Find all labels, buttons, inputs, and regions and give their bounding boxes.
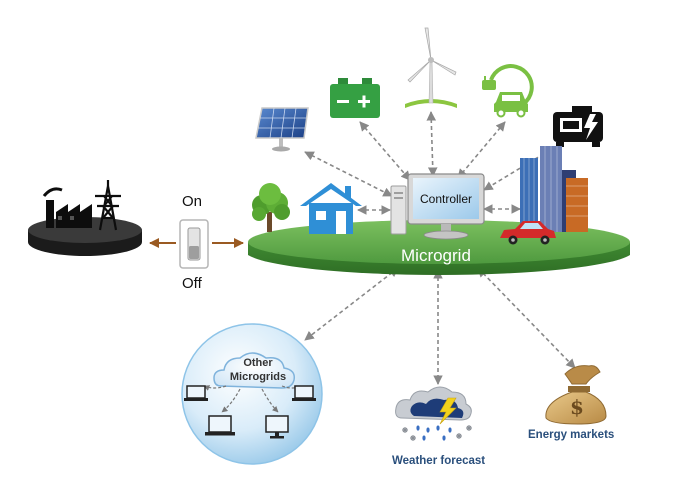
connections [304,111,576,385]
generator-icon [553,106,603,147]
svg-text:$: $ [570,395,584,419]
computer-monitor-icon[interactable] [390,173,485,240]
energy-markets-label: Energy markets [528,429,615,441]
controller-label: Controller [420,192,473,206]
arrow-other-microgrids [304,267,399,341]
computer-icon [265,415,289,439]
microgrid-label: Microgrid [401,246,471,265]
switch-off-label: Off [182,275,202,292]
power-tower-icon [95,180,121,231]
other-microgrids-line2: Microgrids [229,371,287,383]
arrow-battery [359,121,411,181]
other-microgrids-line1: Other [243,357,273,369]
arrow-generator [483,149,551,191]
car-icon [500,221,556,245]
tree-icon [252,183,290,232]
battery-icon [330,78,380,118]
switch-on-label: On [182,193,203,210]
skyscrapers-icon [520,146,588,232]
arrow-wind [426,111,438,177]
factory-icon [42,187,92,228]
utility-grid [28,180,142,256]
laptop-icon [205,415,235,436]
laptop-icon [184,385,208,401]
cloud-icon [213,352,296,389]
ev-charger-icon [482,64,534,118]
arrow-ev-charger [457,121,506,179]
house-icon [300,183,362,234]
wind-turbine-icon [405,27,457,108]
arrow-solar [304,151,393,197]
toggle-switch-icon[interactable] [179,219,209,269]
other-microgrids-sphere [181,323,323,465]
solar-panel-icon [255,107,309,152]
weather-forecast-label: Weather forecast [392,455,486,467]
money-bag-icon: $ [545,365,607,425]
laptop-icon [292,385,316,401]
arrow-markets [477,267,576,369]
other-microgrids-label: Other Microgrids [228,356,288,384]
storm-cloud-icon [395,386,472,441]
